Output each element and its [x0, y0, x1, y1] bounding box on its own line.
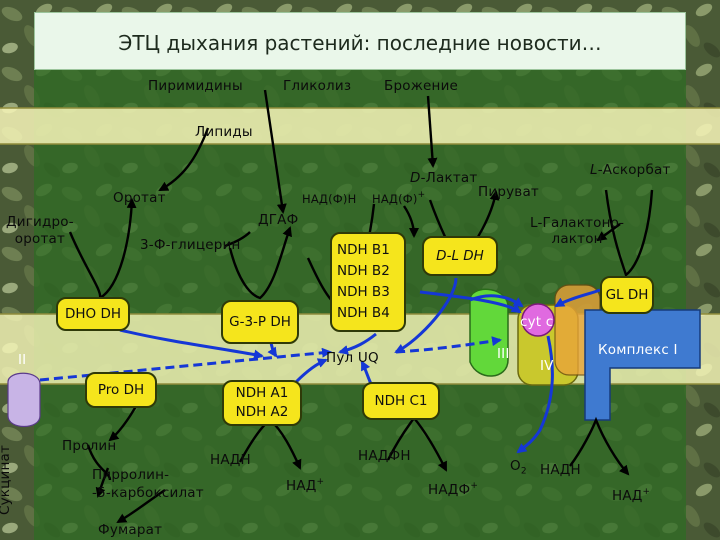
o2-label: O2: [510, 458, 527, 477]
complex-ii-label: II: [18, 352, 26, 368]
nadph-h-label: НАД(Ф)Н: [302, 192, 356, 206]
complex-i-label: Комплекс I: [598, 342, 678, 358]
gl-dh-enzyme: GL DH: [600, 276, 654, 314]
cytc-label: cyt c: [520, 314, 553, 330]
complex-iii-label: III: [497, 346, 510, 362]
ndh-b-enzymes: NDH B1 NDH B2 NDH B3 NDH B4: [330, 232, 406, 332]
d-lactate-label: D-Лактат: [410, 170, 477, 186]
g3p-dh-enzyme: G-3-P DH: [221, 300, 299, 344]
dhap-label: ДГАФ: [258, 212, 298, 228]
complex-ii-shape: [8, 373, 40, 426]
source-glycolysis: Гликолиз: [283, 78, 351, 94]
pyrroline-label: Пирролин- -5-карбоксилат: [92, 466, 204, 502]
glycerol3p-label: 3-Ф-глицерин: [140, 237, 241, 253]
succinate-label: Сукцинат: [0, 445, 13, 515]
source-pyrimidines: Пиримидины: [148, 78, 243, 94]
outer-membrane-band: [0, 108, 720, 144]
nad-plus-label: НАД+: [286, 478, 324, 494]
source-fermentation: Брожение: [384, 78, 458, 94]
uq-pool-label: Пул UQ: [326, 350, 379, 366]
dl-dh-enzyme: D-L DH: [422, 236, 498, 276]
pyruvate-label: Пируват: [478, 184, 539, 200]
dho-dh-enzyme: DHO DH: [56, 297, 130, 331]
ndh-c-enzyme: NDH C1: [362, 382, 440, 420]
nadp-plus-label: НАД(Ф)+: [372, 192, 425, 206]
nadh-right-label: НАДН: [540, 462, 581, 478]
nadp-plus-bottom-label: НАДФ+: [428, 482, 478, 498]
proline-label: Пролин: [62, 438, 116, 454]
nadh-label: НАДН: [210, 452, 251, 468]
lipids-label: Липиды: [195, 124, 253, 140]
galactonolactone-label: L-Галактоно- лактон: [530, 215, 624, 247]
fumarate-label: Фумарат: [98, 522, 162, 538]
ndh-a-enzymes: NDH A1 NDH A2: [222, 380, 302, 426]
nad-plus-right-label: НАД+: [612, 488, 650, 504]
nadph-label: НАДФН: [358, 448, 411, 464]
title-banner: ЭТЦ дыхания растений: последние новости…: [34, 12, 686, 70]
pro-dh-enzyme: Pro DH: [85, 372, 157, 408]
l-ascorbate-label: L-Аскорбат: [590, 162, 671, 178]
orotate-label: Оротат: [113, 190, 166, 206]
dihydroorotate-label: Дигидро- оротат: [6, 214, 74, 248]
slide-title: ЭТЦ дыхания растений: последние новости…: [35, 31, 685, 55]
complex-iv-label: IV: [540, 358, 554, 374]
